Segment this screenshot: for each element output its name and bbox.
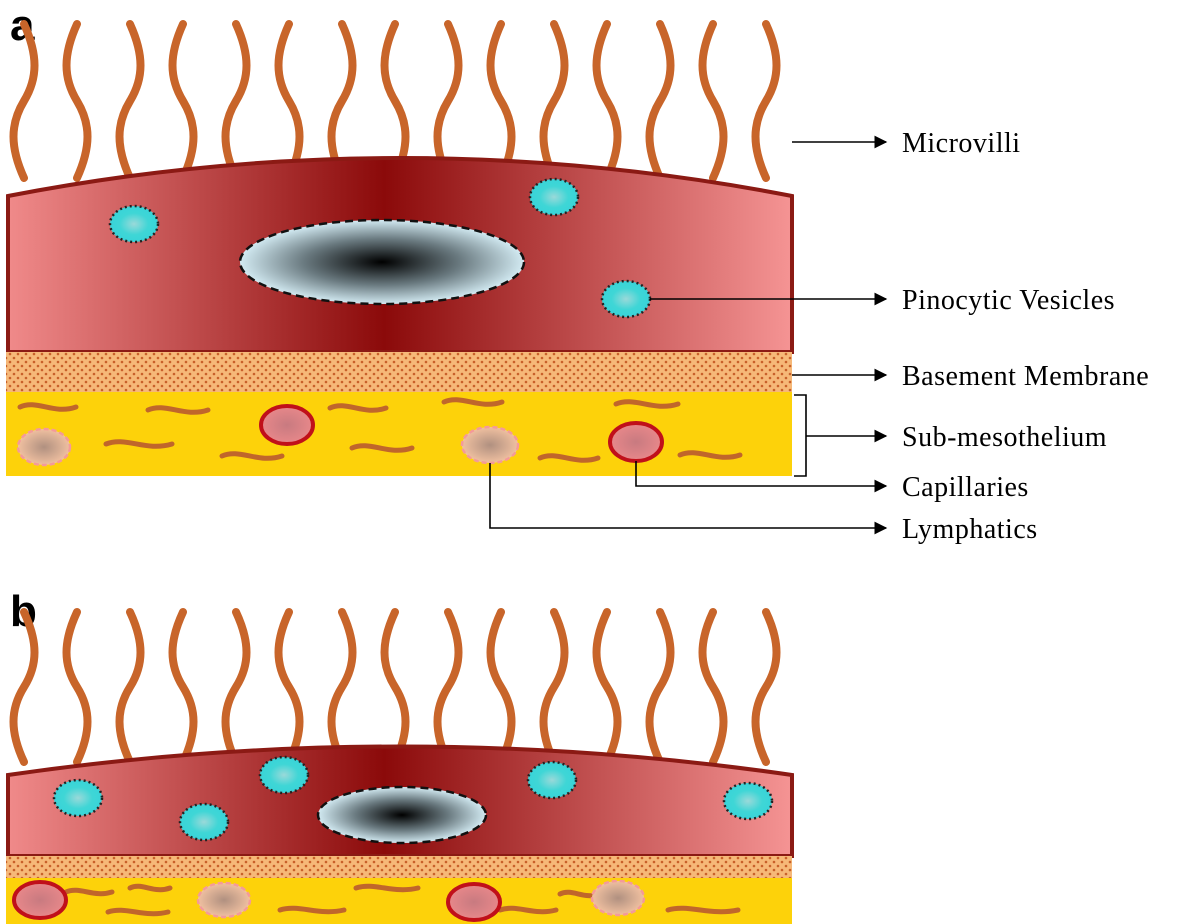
microvillus [645,20,675,182]
label-lymphatics: Lymphatics [902,514,1038,545]
capillary-a-1 [259,404,315,446]
microvilli-b [9,608,781,766]
connective-fiber [219,451,285,461]
connective-fiber [497,905,559,915]
microvillus [274,608,304,766]
microvillus [380,608,410,766]
microvillus [539,20,569,182]
label-capillaries: Capillaries [902,472,1029,503]
microvillus [168,20,198,182]
microvillus [486,20,516,182]
microvillus [486,608,516,766]
connective-fiber [277,905,347,915]
capillary-a-2 [608,421,664,463]
connective-fiber [63,887,115,897]
connective-fiber [127,883,173,893]
microvillus [433,608,463,766]
microvillus [433,20,463,182]
connective-fiber [17,402,79,412]
nucleus-a [238,218,526,306]
microvillus [698,20,728,182]
microvillus [115,20,145,182]
microvillus [62,608,92,766]
vesicle-b-1 [52,778,104,818]
vesicle-b-2 [178,802,230,842]
connective-fibers-a [17,397,743,463]
microvilli-a [9,20,781,182]
basement-membrane-b [6,856,792,878]
capillary-b-1 [12,880,68,920]
connective-fiber [145,405,211,415]
microvillus [274,20,304,182]
connective-fiber [103,439,175,449]
callout-sub-mesothelium: Sub-mesothelium [794,394,1107,477]
nucleus-b [316,785,488,845]
connective-fiber [537,453,601,463]
microvillus [115,608,145,766]
callout-basement-membrane: Basement Membrane [792,361,1149,392]
panel-b: b [6,587,794,924]
label-basement-membrane: Basement Membrane [902,361,1149,392]
vesicle-a-1 [108,204,160,244]
vesicle-b-5 [722,781,774,821]
label-microvilli: Microvilli [902,128,1021,159]
lymphatic-a-1 [16,427,72,467]
connective-fiber [677,450,743,460]
connective-fiber [327,403,389,413]
connective-fiber [665,905,741,915]
lymphatic-b-2 [590,879,646,917]
connective-fiber [441,397,505,407]
microvillus [539,608,569,766]
microvillus [9,20,39,182]
callout-lymphatics: Lymphatics [489,463,1038,545]
microvillus [221,20,251,182]
capillary-b-2 [446,882,502,922]
microvillus [645,608,675,766]
callout-pinocytic-vesicles: Pinocytic Vesicles [650,285,1115,316]
vesicle-a-3 [600,279,652,319]
microvillus [327,20,357,182]
connective-fiber [353,883,421,893]
microvillus [592,608,622,766]
connective-fiber [105,907,171,917]
microvillus [380,20,410,182]
vesicle-b-3 [258,755,310,795]
label-sub-mesothelium: Sub-mesothelium [902,422,1107,453]
label-pinocytic-vesicles: Pinocytic Vesicles [902,285,1115,316]
microvillus [168,608,198,766]
lymphatic-a-2 [460,425,520,465]
basement-membrane-a [6,352,792,392]
panel-a: a Microvilli Pinocytic Vesicles Basement… [6,1,1149,545]
microvillus [592,20,622,182]
microvillus [327,608,357,766]
microvillus [9,608,39,766]
microvillus [62,20,92,182]
lymphatic-b-1 [196,881,252,919]
connective-fiber [349,443,415,453]
microvillus [751,20,781,182]
microvillus [221,608,251,766]
connective-fiber [613,399,681,409]
vesicle-b-4 [526,760,578,800]
microvillus [751,608,781,766]
connective-fibers-b [63,883,741,917]
vesicle-a-2 [528,177,580,217]
callout-capillaries: Capillaries [635,461,1029,503]
sub-mesothelium-b [6,878,792,924]
microvillus [698,608,728,766]
callout-microvilli: Microvilli [792,128,1021,159]
